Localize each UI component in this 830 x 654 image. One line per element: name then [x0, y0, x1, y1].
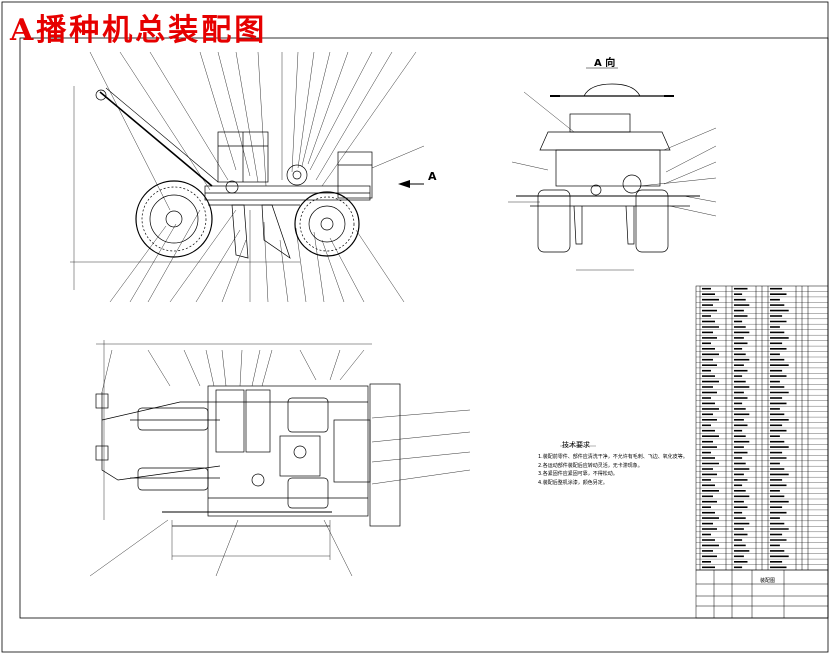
technical-requirements-title: 技术要求: [562, 441, 590, 449]
left-wheel-a: [537, 189, 571, 253]
title-block-name: 装配图: [760, 578, 776, 584]
inner-frame: [19, 37, 829, 619]
view-arrow-label: A: [428, 170, 437, 183]
parts-list-rows: [696, 291, 828, 565]
technical-requirements-list: 1.装配前零件、部件应清洗干净，不允许有毛刺、飞边、氧化皮等。 2.各运动部件装…: [538, 453, 688, 487]
requirement-item: 4.装配后整机涂漆，颜色另定。: [538, 479, 608, 486]
view-arrow: [398, 180, 424, 188]
requirement-item: 2.各运动部件装配后应转动灵活，无卡滞现象。: [538, 462, 643, 469]
view-a-drawing: [508, 67, 717, 271]
drawing-title: A播种机总装配图: [10, 13, 268, 48]
side-view: [70, 51, 425, 303]
title-block: [695, 569, 829, 619]
requirement-item: 3.各紧固件应紧固可靠，不得松动。: [538, 471, 618, 477]
front-wheel: [294, 191, 360, 257]
right-wheel-a: [635, 189, 669, 253]
top-view: [89, 340, 471, 577]
requirement-item: 1.装配前零件、部件应清洗干净，不允许有毛刺、飞边、氧化皮等。: [538, 454, 688, 460]
rear-wheel: [135, 180, 213, 258]
view-a-label: A 向: [594, 58, 616, 69]
parts-list-entries: [702, 287, 789, 569]
